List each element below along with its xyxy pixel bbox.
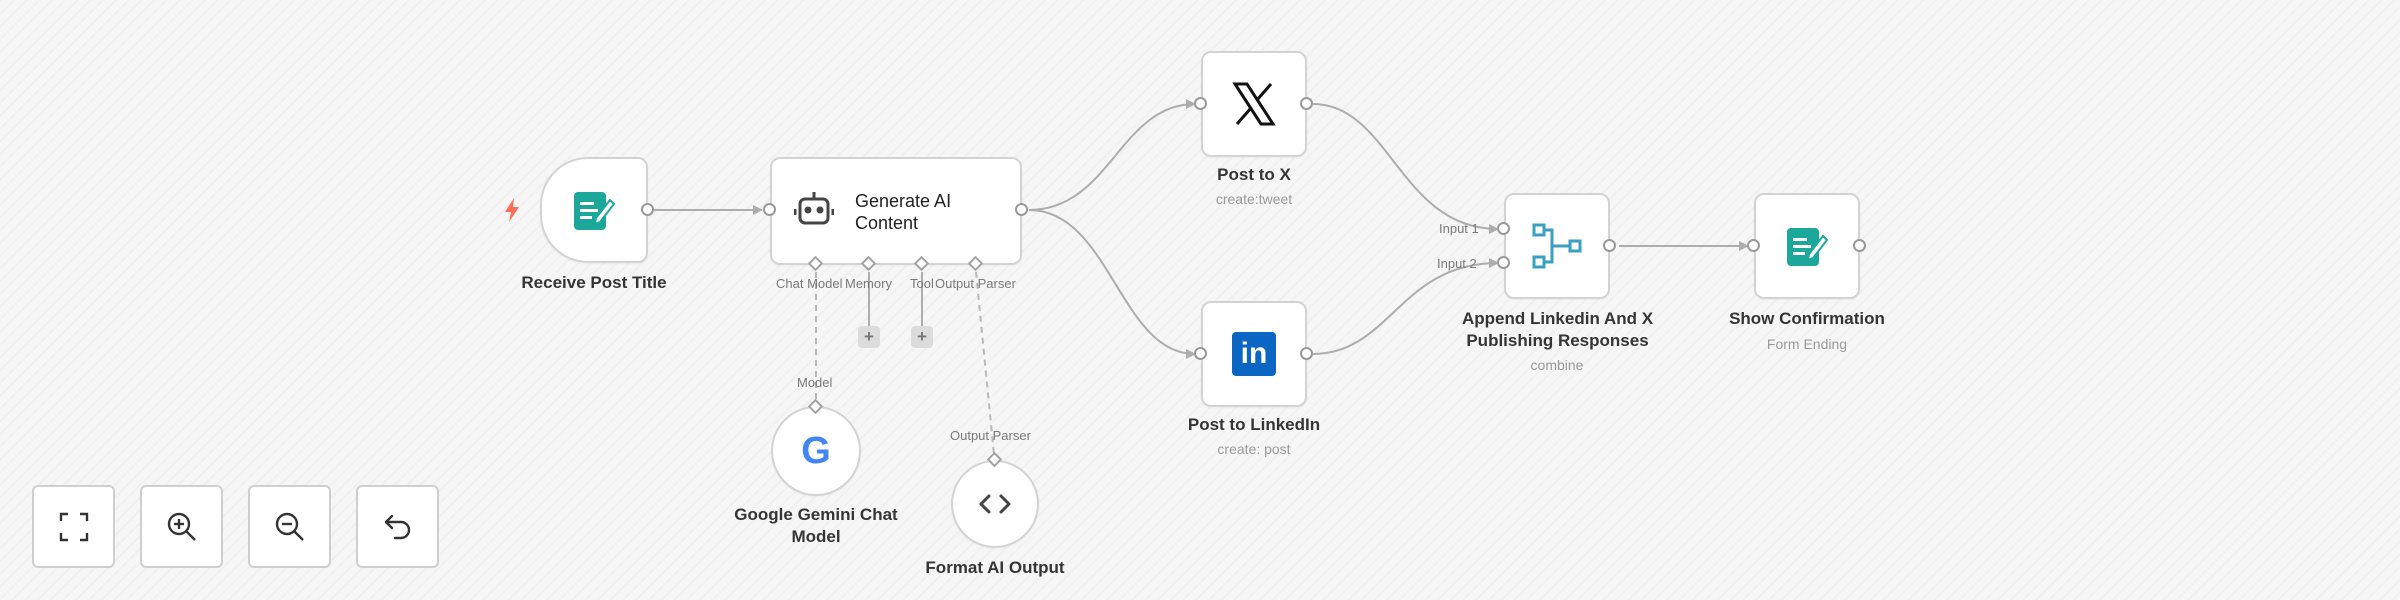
node-show-confirmation[interactable] <box>1754 193 1860 299</box>
post-to-linkedin-input-port[interactable] <box>1194 347 1207 360</box>
gemini-model-port-label: Model <box>797 375 833 390</box>
code-icon <box>953 462 1037 546</box>
show-confirmation-label: Show Confirmation <box>1729 309 1885 328</box>
node-append-responses[interactable] <box>1504 193 1610 299</box>
tool-port-label: Tool <box>910 276 934 291</box>
post-to-linkedin-subtitle: create: post <box>1217 441 1291 457</box>
x-logo-icon <box>1203 53 1305 155</box>
edge-x-to-merge <box>1312 103 1499 234</box>
fullscreen-icon <box>59 512 88 541</box>
google-gemini-label: Google Gemini Chat Model <box>734 505 898 546</box>
generate-ai-content-label: Generate AI Content <box>855 191 952 233</box>
post-to-x-subtitle: create:tweet <box>1215 191 1293 207</box>
node-receive-post-title[interactable] <box>540 157 648 263</box>
merge-input-2-label: Input 2 <box>1437 256 1477 271</box>
chat-model-port-label: Chat Model <box>776 276 843 291</box>
robot-icon <box>792 187 836 231</box>
fit-view-button[interactable] <box>32 485 115 568</box>
node-generate-ai-content[interactable] <box>770 157 1022 265</box>
post-to-x-input-port[interactable] <box>1194 97 1207 110</box>
post-to-linkedin-output-port[interactable] <box>1300 347 1313 360</box>
show-confirmation-input-port[interactable] <box>1747 239 1760 252</box>
append-responses-label: Append Linkedin And X Publishing Respons… <box>1461 309 1654 350</box>
edge-ai-to-x <box>1028 99 1196 211</box>
trigger-bolt-icon <box>504 198 520 227</box>
node-google-gemini-chat-model[interactable]: G <box>771 406 861 496</box>
generate-ai-content-output-port[interactable] <box>1015 203 1028 216</box>
edge-parser-to-outputparser <box>975 271 995 456</box>
output-parser-port-label: Output Parser <box>935 276 1016 291</box>
format-ai-output-port-label: Output Parser <box>950 428 1031 443</box>
memory-port-label: Memory <box>845 276 892 291</box>
node-post-to-x[interactable] <box>1201 51 1307 157</box>
node-post-to-linkedin[interactable]: in <box>1201 301 1307 407</box>
zoom-in-button[interactable] <box>140 485 223 568</box>
merge-input-1-port[interactable] <box>1497 222 1510 235</box>
linkedin-logo-icon: in <box>1203 303 1305 405</box>
show-confirmation-output-port[interactable] <box>1853 239 1866 252</box>
show-confirmation-subtitle: Form Ending <box>1766 336 1848 352</box>
google-logo-icon: G <box>801 429 831 472</box>
form-ending-icon <box>1756 195 1858 297</box>
append-responses-subtitle: combine <box>1530 357 1584 373</box>
zoom-in-icon <box>167 512 196 541</box>
merge-input-2-port[interactable] <box>1497 256 1510 269</box>
add-tool-button[interactable]: + <box>911 326 933 348</box>
node-format-ai-output[interactable] <box>951 460 1039 548</box>
reset-zoom-button[interactable] <box>356 485 439 568</box>
post-to-linkedin-label: Post to LinkedIn <box>1187 415 1321 434</box>
post-to-x-label: Post to X <box>1217 165 1291 184</box>
post-to-x-output-port[interactable] <box>1300 97 1313 110</box>
add-memory-button[interactable]: + <box>858 326 880 348</box>
format-ai-output-label: Format AI Output <box>925 558 1065 577</box>
merge-icon <box>1506 195 1608 297</box>
zoom-out-button[interactable] <box>248 485 331 568</box>
receive-post-title-label: Receive Post Title <box>521 273 667 292</box>
generate-ai-content-input-port[interactable] <box>763 203 776 216</box>
zoom-out-icon <box>275 512 304 541</box>
receive-post-title-output-port[interactable] <box>641 203 654 216</box>
merge-output-port[interactable] <box>1603 239 1616 252</box>
edge-linkedin-to-merge <box>1312 258 1499 355</box>
undo-icon <box>384 514 410 539</box>
edge-ai-to-linkedin <box>1028 209 1196 359</box>
merge-input-1-label: Input 1 <box>1439 221 1479 236</box>
form-icon <box>542 159 646 261</box>
